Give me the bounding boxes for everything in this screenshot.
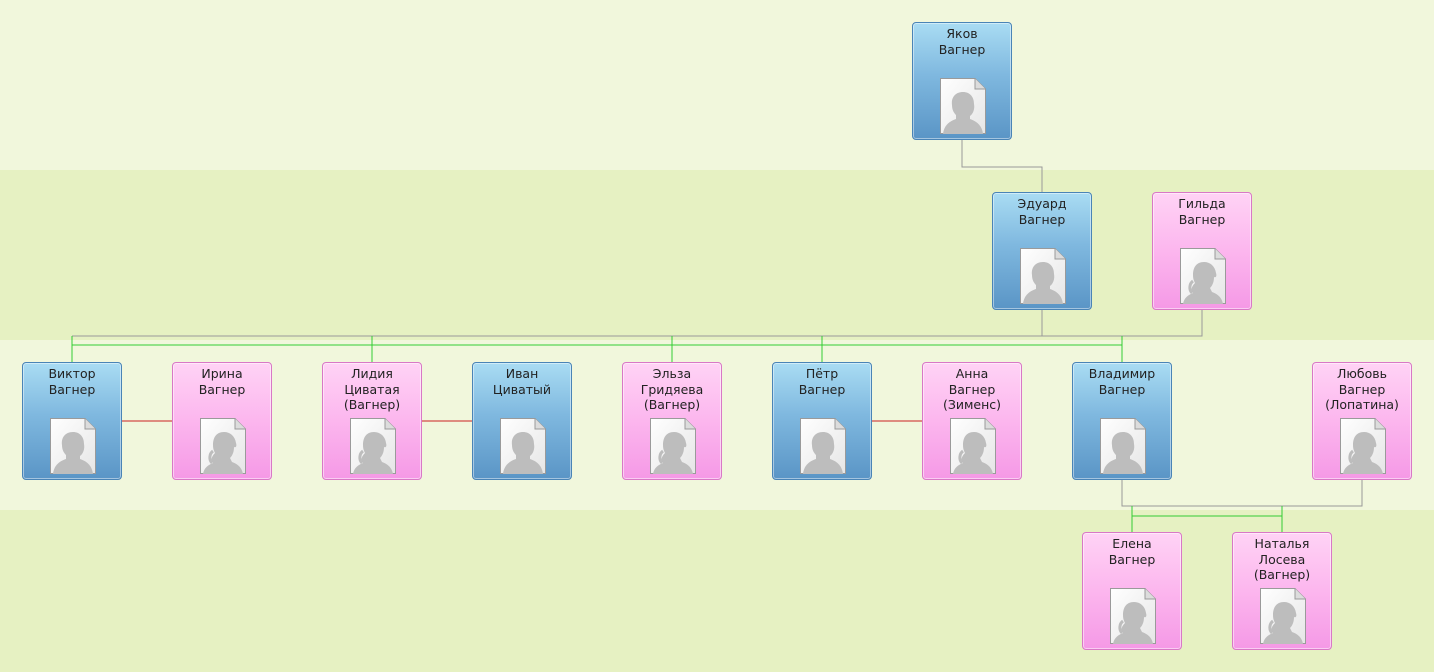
female-avatar-icon	[200, 418, 246, 474]
generation-band-4	[0, 510, 1434, 672]
male-avatar-icon	[940, 78, 986, 134]
person-name-line: (Лопатина)	[1325, 397, 1399, 412]
person-name-line: Циватый	[492, 381, 552, 397]
female-avatar-icon	[950, 418, 996, 474]
person-name-line: Наталья	[1254, 536, 1310, 551]
person-name-line: Вагнер	[948, 381, 996, 397]
male-avatar-icon	[800, 418, 846, 474]
person-name-line: (Вагнер)	[343, 397, 401, 412]
person-name-line: Вагнер	[1098, 381, 1146, 397]
female-avatar-icon	[1110, 588, 1156, 644]
person-name-line: Иван	[505, 366, 539, 381]
person-name-line: Анна	[955, 366, 989, 381]
person-name-line: Эдуард	[1017, 196, 1067, 211]
person-name-line: Владимир	[1088, 366, 1156, 381]
female-avatar-icon	[1340, 418, 1386, 474]
male-avatar-icon	[500, 418, 546, 474]
person-name-line: Лосева	[1258, 551, 1306, 567]
female-avatar-icon	[1260, 588, 1306, 644]
person-name-line: Гридяева	[640, 381, 704, 397]
person-name-line: (Зименс)	[942, 397, 1002, 412]
person-name-line: Любовь	[1336, 366, 1387, 381]
person-name-line: Ирина	[201, 366, 243, 381]
parent-link	[961, 140, 1043, 192]
female-avatar-icon	[350, 418, 396, 474]
male-avatar-icon	[1020, 248, 1066, 304]
person-name-line: Вагнер	[938, 41, 986, 57]
person-name-line: Вагнер	[1108, 551, 1156, 567]
person-name-line: Вагнер	[1338, 381, 1386, 397]
person-name-line: (Вагнер)	[643, 397, 701, 412]
parent-link	[1042, 310, 1203, 337]
person-name-line: Циватая	[344, 381, 400, 397]
person-name-line: Вагнер	[48, 381, 96, 397]
person-name-line: Яков	[946, 26, 978, 41]
person-name-line: Эльза	[652, 366, 692, 381]
person-name-line: Пётр	[805, 366, 839, 381]
male-avatar-icon	[1100, 418, 1146, 474]
female-avatar-icon	[650, 418, 696, 474]
parent-link	[1121, 480, 1363, 507]
person-name-line: Елена	[1112, 536, 1152, 551]
person-name-line: Вагнер	[798, 381, 846, 397]
female-avatar-icon	[1180, 248, 1226, 304]
person-name-line: Виктор	[48, 366, 96, 381]
person-name-line: Вагнер	[198, 381, 246, 397]
person-name-line: Лидия	[351, 366, 393, 381]
male-avatar-icon	[50, 418, 96, 474]
person-name-line: Вагнер	[1178, 211, 1226, 227]
person-name-line: Гильда	[1178, 196, 1226, 211]
generation-band-1	[0, 0, 1434, 170]
person-name-line: (Вагнер)	[1253, 567, 1311, 582]
person-name-line: Вагнер	[1018, 211, 1066, 227]
